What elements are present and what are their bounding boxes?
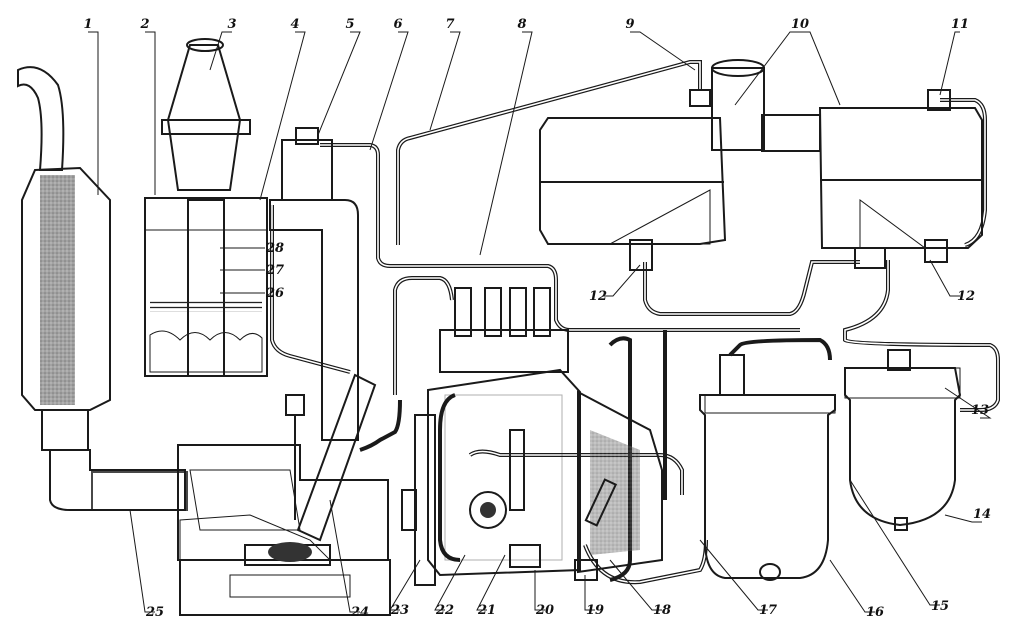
callout-25: 25 (145, 605, 164, 620)
callout-8: 8 (517, 17, 526, 32)
muffler (17, 66, 188, 511)
callout-17: 17 (759, 603, 777, 618)
callout-26: 26 (265, 286, 284, 301)
callout-14: 14 (973, 507, 991, 522)
callout-20: 20 (535, 603, 554, 618)
injection-pump (401, 287, 663, 586)
callout-9: 9 (625, 17, 634, 32)
callout-13: 13 (971, 403, 989, 418)
callout-16: 16 (866, 605, 884, 620)
callout-28: 28 (265, 241, 284, 256)
callout-21: 21 (477, 603, 496, 618)
air-cleaner (144, 38, 268, 377)
callout-15: 15 (931, 599, 949, 614)
callout-2: 2 (139, 17, 149, 32)
callout-19: 19 (586, 603, 604, 618)
callout-12-left: 12 (589, 289, 607, 304)
callout-1: 1 (83, 17, 92, 32)
fuel-tanks (539, 59, 983, 271)
callout-3: 3 (227, 17, 236, 32)
coarse-filter (844, 349, 962, 531)
callout-24: 24 (350, 605, 369, 620)
callout-23: 23 (390, 603, 409, 618)
callout-11: 11 (951, 17, 969, 32)
callout-10: 10 (791, 17, 809, 32)
callout-27: 27 (265, 263, 284, 278)
callout-18: 18 (653, 603, 671, 618)
fine-filter (699, 354, 836, 581)
callout-4: 4 (290, 17, 299, 32)
callout-5: 5 (345, 17, 354, 32)
engine-cylinder (177, 127, 391, 616)
callout-7: 7 (445, 17, 454, 32)
callouts: 1 2 3 4 5 6 7 8 9 10 11 12 12 13 14 15 1… (83, 17, 992, 620)
callout-12-right: 12 (957, 289, 975, 304)
callout-22: 22 (435, 603, 454, 618)
callout-leaders (88, 31, 992, 613)
callout-6: 6 (393, 17, 402, 32)
